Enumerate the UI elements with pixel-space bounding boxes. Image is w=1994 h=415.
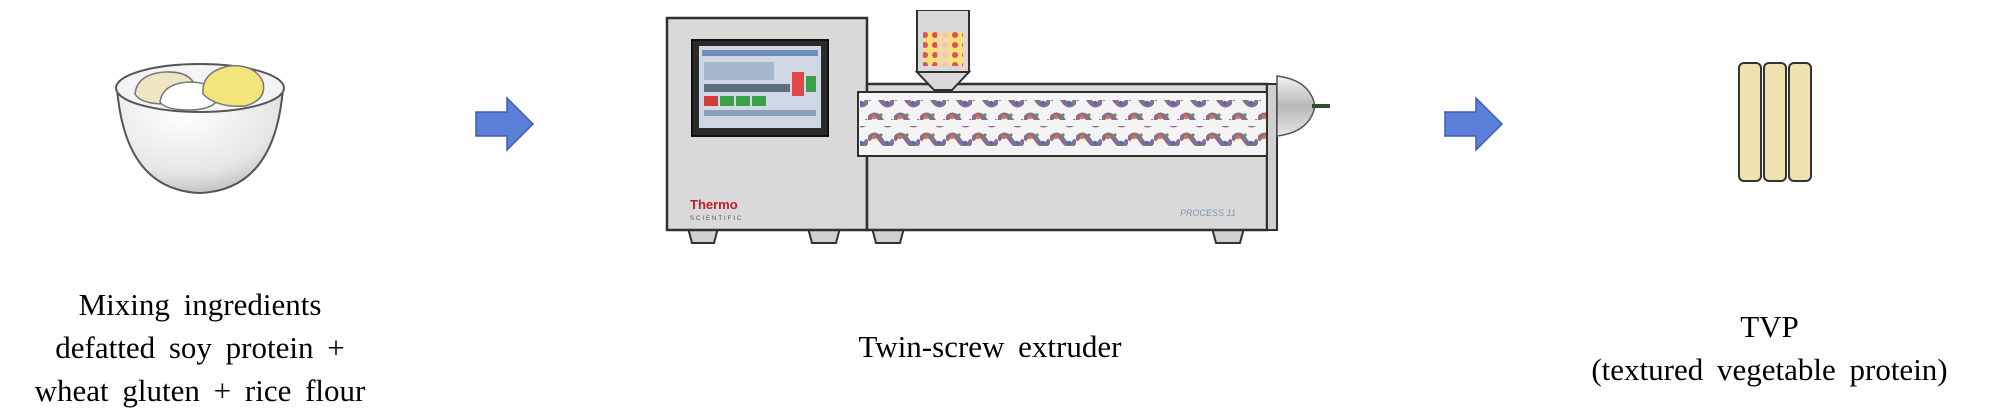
screw-upper [860, 100, 1270, 120]
brand-logo-scientific: SCIENTIFIC [690, 216, 743, 222]
brand-logo-thermo: Thermo [690, 197, 738, 212]
bowl-body [115, 87, 285, 195]
model-label: PROCESS 11 [1180, 208, 1236, 218]
tvp-caption-line-2: (textured vegetable protein) [1591, 352, 1948, 387]
mixing-caption-line-2: defatted soy protein + [55, 330, 345, 365]
extruder-caption-line-1: Twin-screw extruder [858, 329, 1122, 364]
die-plate [1266, 83, 1278, 231]
mixing-caption: Mixing ingredients defatted soy protein … [0, 283, 400, 412]
tvp-stick-1 [1738, 62, 1762, 182]
mixing-bowl-illustration [115, 63, 285, 195]
extrusion-nozzle [1276, 75, 1316, 137]
tvp-sticks-illustration [1738, 62, 1812, 182]
twin-screw-extruder-illustration: Thermo SCIENTIFIC PROCESS 11 [665, 10, 1330, 244]
tvp-caption-line-1: TVP [1740, 309, 1799, 344]
screw-lower [860, 126, 1270, 146]
tvp-caption: TVP (textured vegetable protein) [1545, 305, 1994, 391]
tvp-stick-2 [1763, 62, 1787, 182]
mixing-caption-line-1: Mixing ingredients [78, 287, 322, 322]
process-arrow-2 [1444, 96, 1504, 152]
ingredient-yellow [202, 65, 265, 107]
hopper-funnel [914, 71, 972, 91]
mixing-caption-line-3: wheat gluten + rice flour [34, 373, 366, 408]
extruder-caption: Twin-screw extruder [790, 325, 1190, 368]
process-arrow-1 [475, 96, 535, 152]
tvp-stick-3 [1788, 62, 1812, 182]
